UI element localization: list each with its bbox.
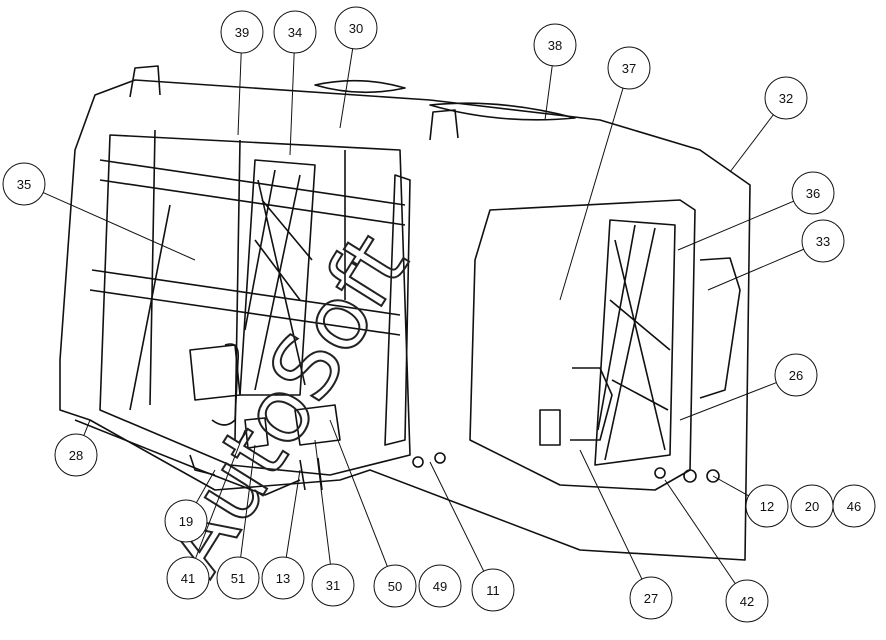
callout-label-36: 36 bbox=[806, 186, 820, 201]
callout-circle-50 bbox=[373, 564, 417, 608]
callout-circle-28 bbox=[54, 433, 98, 477]
callout-circle-19 bbox=[164, 499, 208, 543]
callout-leader-50 bbox=[329, 419, 388, 567]
callout-leader-27 bbox=[579, 449, 643, 580]
callout-leader-13 bbox=[285, 469, 301, 558]
callout-label-39: 39 bbox=[235, 25, 249, 40]
callout-group: 39 34 30 38 37 32 35 36 33 26 28 12 20 46 19 41 51 13 31 50… bbox=[2, 6, 876, 623]
callout-leader-19 bbox=[195, 469, 216, 503]
callout-leader-32 bbox=[729, 114, 774, 173]
callout-circle-33 bbox=[801, 219, 845, 263]
callout-circle-37 bbox=[607, 46, 651, 90]
callout-leader-28 bbox=[83, 419, 91, 436]
cab-drawing bbox=[59, 65, 751, 561]
callout-circle-27 bbox=[629, 576, 673, 620]
callout-circle-36 bbox=[791, 171, 835, 215]
callout-circle-39 bbox=[220, 10, 264, 54]
callout-circle-32 bbox=[764, 76, 808, 120]
callout-label-26: 26 bbox=[789, 368, 803, 383]
callout-leader-51 bbox=[240, 444, 256, 558]
callout-label-33: 33 bbox=[816, 234, 830, 249]
callout-leader-39 bbox=[237, 52, 242, 136]
callout-label-32: 32 bbox=[779, 91, 793, 106]
callout-circle-49 bbox=[418, 564, 462, 608]
callout-label-51: 51 bbox=[231, 571, 245, 586]
callout-label-42: 42 bbox=[740, 594, 754, 609]
callout-leader-36 bbox=[677, 200, 794, 251]
callout-leader-11 bbox=[429, 461, 485, 572]
callout-label-50: 50 bbox=[388, 579, 402, 594]
callout-circle-38 bbox=[533, 23, 577, 67]
callout-circle-51 bbox=[216, 556, 260, 600]
callout-label-31: 31 bbox=[326, 578, 340, 593]
callout-label-11: 11 bbox=[486, 583, 500, 598]
callout-label-30: 30 bbox=[349, 21, 363, 36]
callout-label-46: 46 bbox=[847, 499, 861, 514]
callout-label-19: 19 bbox=[179, 514, 193, 529]
callout-circle-11 bbox=[471, 568, 515, 612]
callout-label-28: 28 bbox=[69, 448, 83, 463]
callout-circle-13 bbox=[261, 556, 305, 600]
callout-circle-41 bbox=[166, 556, 210, 600]
callout-label-35: 35 bbox=[17, 177, 31, 192]
callout-leader-35 bbox=[42, 192, 196, 261]
callout-leader-26 bbox=[679, 382, 777, 421]
callout-label-27: 27 bbox=[644, 591, 658, 606]
callout-leader-37 bbox=[559, 87, 624, 301]
callout-circle-31 bbox=[311, 563, 355, 607]
callout-circle-26 bbox=[774, 353, 818, 397]
callout-label-13: 13 bbox=[276, 571, 290, 586]
callout-circle-34 bbox=[273, 10, 317, 54]
callout-label-41: 41 bbox=[181, 571, 195, 586]
callout-label-38: 38 bbox=[548, 38, 562, 53]
callout-leader-42 bbox=[664, 479, 736, 584]
callout-leader-41 bbox=[195, 429, 246, 559]
callout-leader-33 bbox=[707, 248, 804, 291]
callout-label-20: 20 bbox=[805, 499, 819, 514]
callout-circle-35 bbox=[2, 162, 46, 206]
callout-label-12: 12 bbox=[760, 499, 774, 514]
callout-label-34: 34 bbox=[288, 25, 302, 40]
callout-circle-12 bbox=[745, 484, 789, 528]
callout-label-37: 37 bbox=[622, 61, 636, 76]
callout-circle-42 bbox=[725, 579, 769, 623]
callout-leader-31 bbox=[314, 439, 331, 565]
callout-leader-12 bbox=[712, 475, 749, 497]
callout-circle-46 bbox=[832, 484, 876, 528]
callout-leader-34 bbox=[289, 52, 295, 156]
callout-leader-38 bbox=[544, 65, 553, 121]
callout-label-49: 49 bbox=[433, 579, 447, 594]
callout-leader-30 bbox=[339, 48, 354, 129]
callout-circle-30 bbox=[334, 6, 378, 50]
